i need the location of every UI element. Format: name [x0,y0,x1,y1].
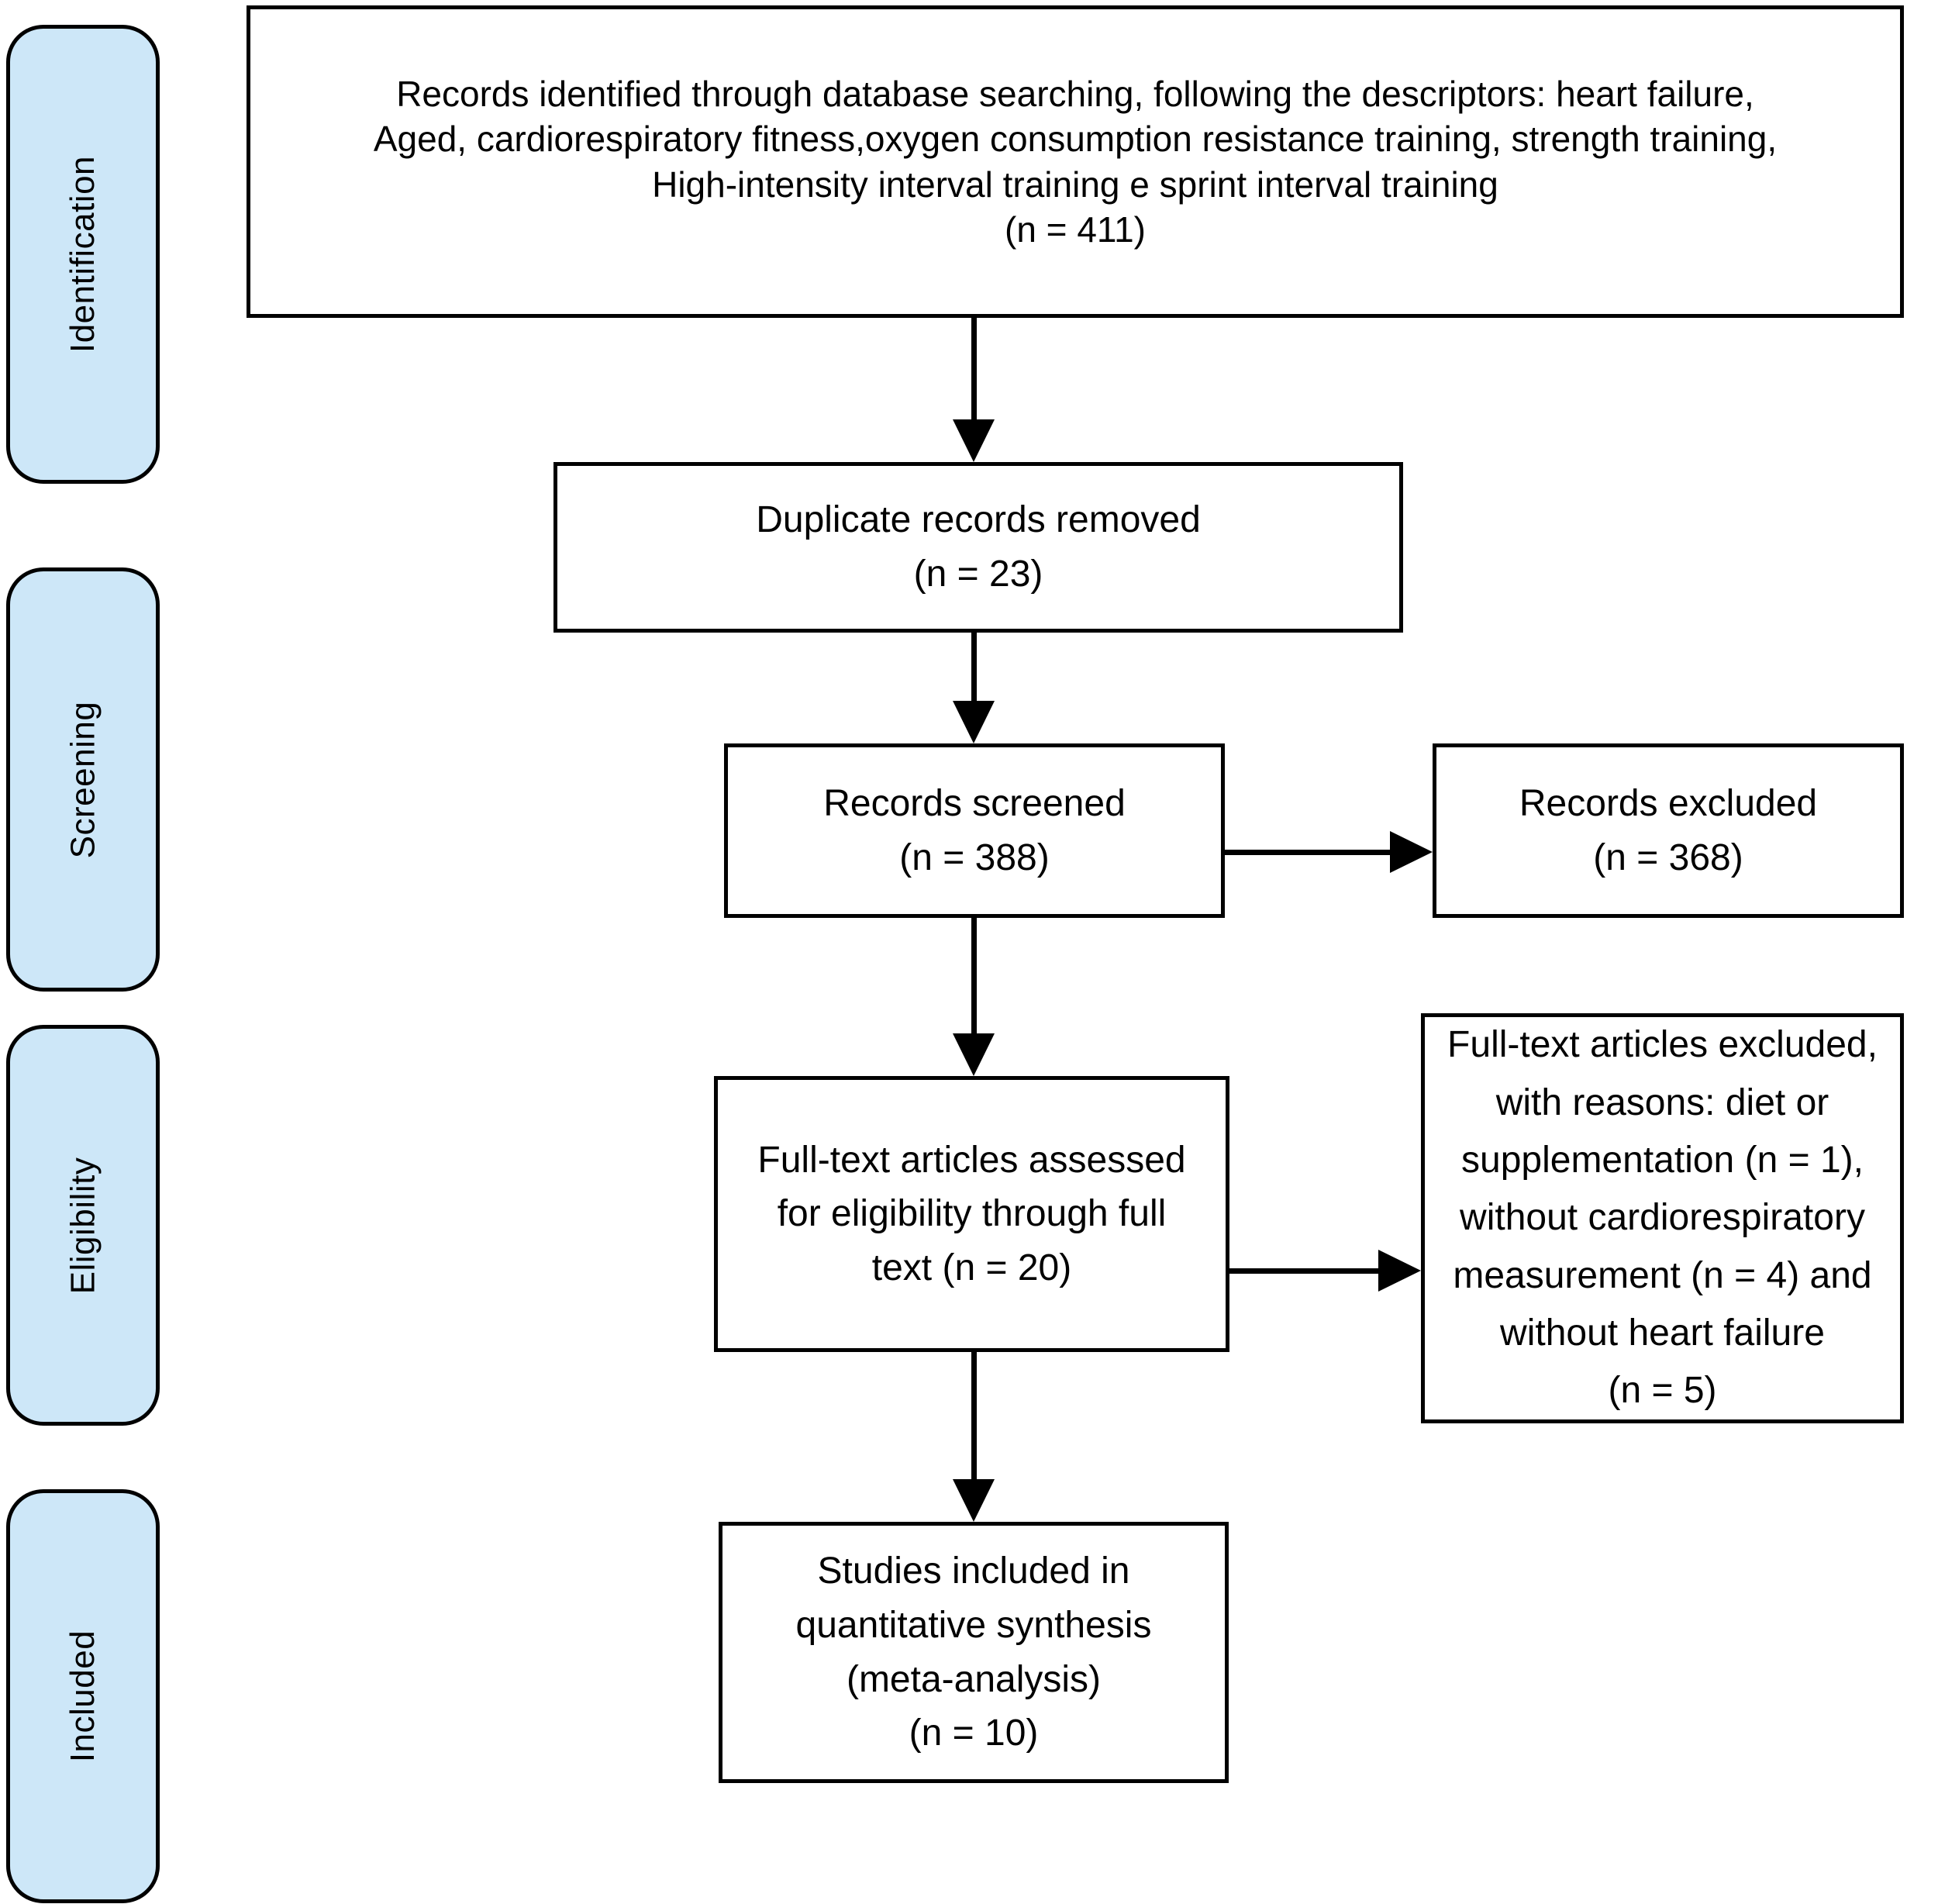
stage-screening-label: Screening [64,701,102,858]
box-fulltext-excluded-count: (n = 5) [1608,1370,1717,1412]
box-fulltext-excluded-text: Full-text articles excluded, with reason… [1447,1024,1878,1354]
stage-identification: Identification [6,25,160,484]
arrow-screened-to-fulltext-shaft [971,918,977,1033]
stage-included-label: Included [63,1630,102,1763]
stage-eligibility: Eligibility [6,1025,160,1426]
arrow-fulltext-to-included-head [953,1479,995,1522]
box-included-studies-text: Studies included in quantitative synthes… [795,1550,1152,1700]
arrow-identified-to-duplicates-head [953,419,995,462]
stage-screening: Screening [6,567,160,992]
stage-identification-label: Identification [64,155,102,354]
box-records-screened-count: (n = 388) [899,836,1050,878]
box-records-excluded-text: Records excluded [1519,782,1818,824]
arrow-fulltext-to-included-shaft [971,1352,977,1479]
box-included-studies: Studies included in quantitative synthes… [719,1522,1229,1783]
stage-eligibility-label: Eligibility [63,1157,102,1294]
arrow-screened-to-excluded-head [1390,831,1433,873]
box-duplicates-removed: Duplicate records removed (n = 23) [553,462,1403,633]
box-records-excluded-count: (n = 368) [1593,836,1743,878]
box-records-screened: Records screened (n = 388) [724,743,1225,918]
arrow-duplicates-to-screened-head [953,701,995,743]
box-duplicates-removed-count: (n = 23) [913,554,1043,595]
box-fulltext-assessed: Full-text articles assessed for eligibil… [714,1076,1229,1352]
box-duplicates-removed-text: Duplicate records removed [756,499,1201,541]
box-fulltext-excluded: Full-text articles excluded, with reason… [1421,1013,1904,1423]
arrow-identified-to-duplicates-shaft [971,318,977,419]
box-included-studies-count: (n = 10) [909,1713,1039,1754]
arrow-duplicates-to-screened-shaft [971,633,977,701]
box-records-identified-text: Records identified through database sear… [373,73,1778,205]
arrow-fulltext-to-ftexcluded-head [1378,1250,1421,1292]
box-fulltext-assessed-text: Full-text articles assessed for eligibil… [757,1139,1186,1288]
stage-included: Included [6,1489,160,1903]
arrow-screened-to-excluded-shaft [1225,850,1390,855]
box-records-screened-text: Records screened [823,782,1126,824]
box-records-identified-count: (n = 411) [1005,209,1146,250]
box-records-identified: Records identified through database sear… [247,5,1904,318]
arrow-fulltext-to-ftexcluded-shaft [1229,1268,1378,1274]
arrow-screened-to-fulltext-head [953,1033,995,1076]
box-records-excluded: Records excluded (n = 368) [1433,743,1904,918]
